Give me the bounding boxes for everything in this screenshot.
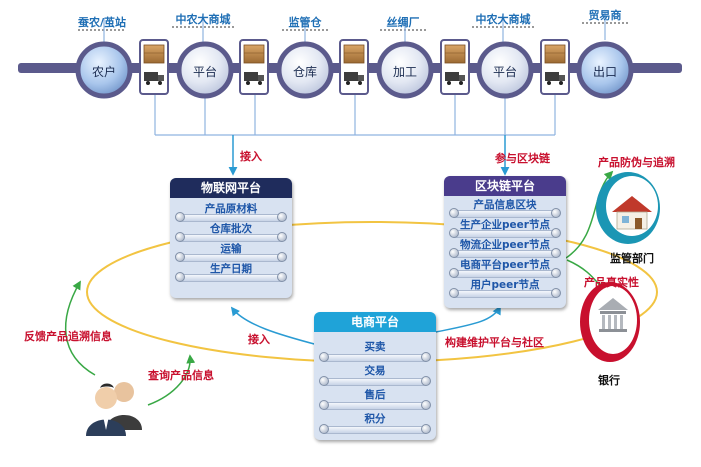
box-truck-icon — [339, 39, 369, 95]
stage-nodes — [75, 41, 634, 99]
iot-item: 仓库批次 — [175, 220, 287, 242]
blockchain-item: 生产企业peer节点 — [449, 216, 561, 238]
stage-node — [276, 41, 334, 99]
iot-item-label: 仓库批次 — [210, 223, 252, 235]
connect-top-label: 接入 — [240, 150, 262, 163]
blockchain-item-label: 电商平台peer节点 — [460, 259, 550, 271]
anti-counterfeit-label: 产品防伪与追溯 — [598, 156, 675, 169]
stage-node — [376, 41, 434, 99]
stage-node — [576, 41, 634, 99]
iot-platform-title: 物联网平台 — [170, 178, 292, 198]
iot-item-label: 运输 — [220, 243, 242, 255]
ecommerce-platform-panel: 电商平台 买卖 交易 售后 积分 — [314, 312, 436, 440]
box-truck-icon — [239, 39, 269, 95]
blockchain-item-label: 用户peer节点 — [470, 279, 540, 291]
box-truck-icon — [540, 39, 570, 95]
ecommerce-item: 售后 — [319, 386, 431, 410]
regulator-label: 监管部门 — [610, 252, 654, 265]
ecommerce-platform-title: 电商平台 — [314, 312, 436, 332]
node-connectors — [103, 12, 606, 136]
stage-top-label: 贸易商 — [588, 9, 622, 22]
feedback-label: 反馈产品追溯信息 — [24, 330, 112, 343]
ecommerce-item: 积分 — [319, 410, 431, 434]
feedback-arrow — [64, 280, 96, 376]
stage-node-label: 加工 — [392, 65, 417, 79]
blockchain-item-label: 产品信息区块 — [473, 199, 537, 211]
authenticity-label: 产品真实性 — [584, 276, 639, 289]
stage-node-label: 平台 — [492, 65, 517, 79]
blockchain-item: 产品信息区块 — [449, 196, 561, 218]
build-platform-label: 构建维护平台与社区 — [445, 336, 544, 349]
ecommerce-item-label: 售后 — [364, 389, 386, 401]
iot-item: 产品原材料 — [175, 200, 287, 222]
iot-platform-panel: 物联网平台 产品原材料 仓库批次 运输 生产日期 — [170, 178, 292, 298]
ecommerce-item-label: 买卖 — [364, 341, 386, 353]
stage-top-label: 中农大商城 — [175, 13, 231, 26]
iot-item: 运输 — [175, 240, 287, 262]
ecommerce-item-label: 积分 — [364, 413, 386, 425]
ecommerce-item: 交易 — [319, 362, 431, 386]
ecommerce-item-label: 交易 — [364, 365, 386, 377]
blockchain-item: 电商平台peer节点 — [449, 256, 561, 278]
iot-item-label: 产品原材料 — [204, 203, 258, 215]
stage-node-label: 平台 — [192, 65, 217, 79]
connect-arrow-bottom — [230, 306, 319, 346]
iot-item: 生产日期 — [175, 260, 287, 282]
stage-node-label: 农户 — [91, 65, 116, 79]
anti-counterfeit-arrow — [565, 170, 614, 259]
query-label: 查询产品信息 — [148, 369, 214, 382]
blockchain-platform-title: 区块链平台 — [444, 176, 566, 196]
blockchain-item: 物流企业peer节点 — [449, 236, 561, 258]
stage-top-label: 蚕农/茧站 — [77, 16, 127, 29]
blockchain-item-label: 生产企业peer节点 — [460, 219, 550, 231]
top-label-underlines — [78, 22, 628, 31]
stage-node-label: 出口 — [592, 65, 617, 79]
ecommerce-item: 买卖 — [319, 338, 431, 362]
stage-node — [75, 41, 133, 99]
connect-bottom-label: 接入 — [248, 333, 270, 346]
box-truck-icon — [440, 39, 470, 95]
stage-top-label: 监管仓 — [288, 16, 322, 29]
regulator-icon — [596, 172, 660, 244]
box-truck-icon — [139, 39, 169, 95]
iot-item-label: 生产日期 — [210, 263, 252, 275]
blockchain-item: 用户peer节点 — [449, 276, 561, 298]
stage-node-label: 仓库 — [292, 65, 317, 79]
join-blockchain-label: 参与区块链 — [495, 152, 550, 165]
query-arrow — [147, 354, 196, 406]
users-icon — [86, 382, 142, 436]
stage-node — [176, 41, 234, 99]
logistics-icons — [139, 39, 570, 95]
stage-top-label: 丝绸厂 — [386, 16, 420, 29]
bank-icon — [580, 282, 640, 362]
blockchain-item-label: 物流企业peer节点 — [460, 239, 550, 251]
stage-node — [476, 41, 534, 99]
bank-label: 银行 — [598, 374, 620, 387]
blockchain-platform-panel: 区块链平台 产品信息区块 生产企业peer节点 物流企业peer节点 电商平台p… — [444, 176, 566, 308]
stage-top-label: 中农大商城 — [475, 13, 531, 26]
build-platform-arrow — [435, 305, 501, 333]
